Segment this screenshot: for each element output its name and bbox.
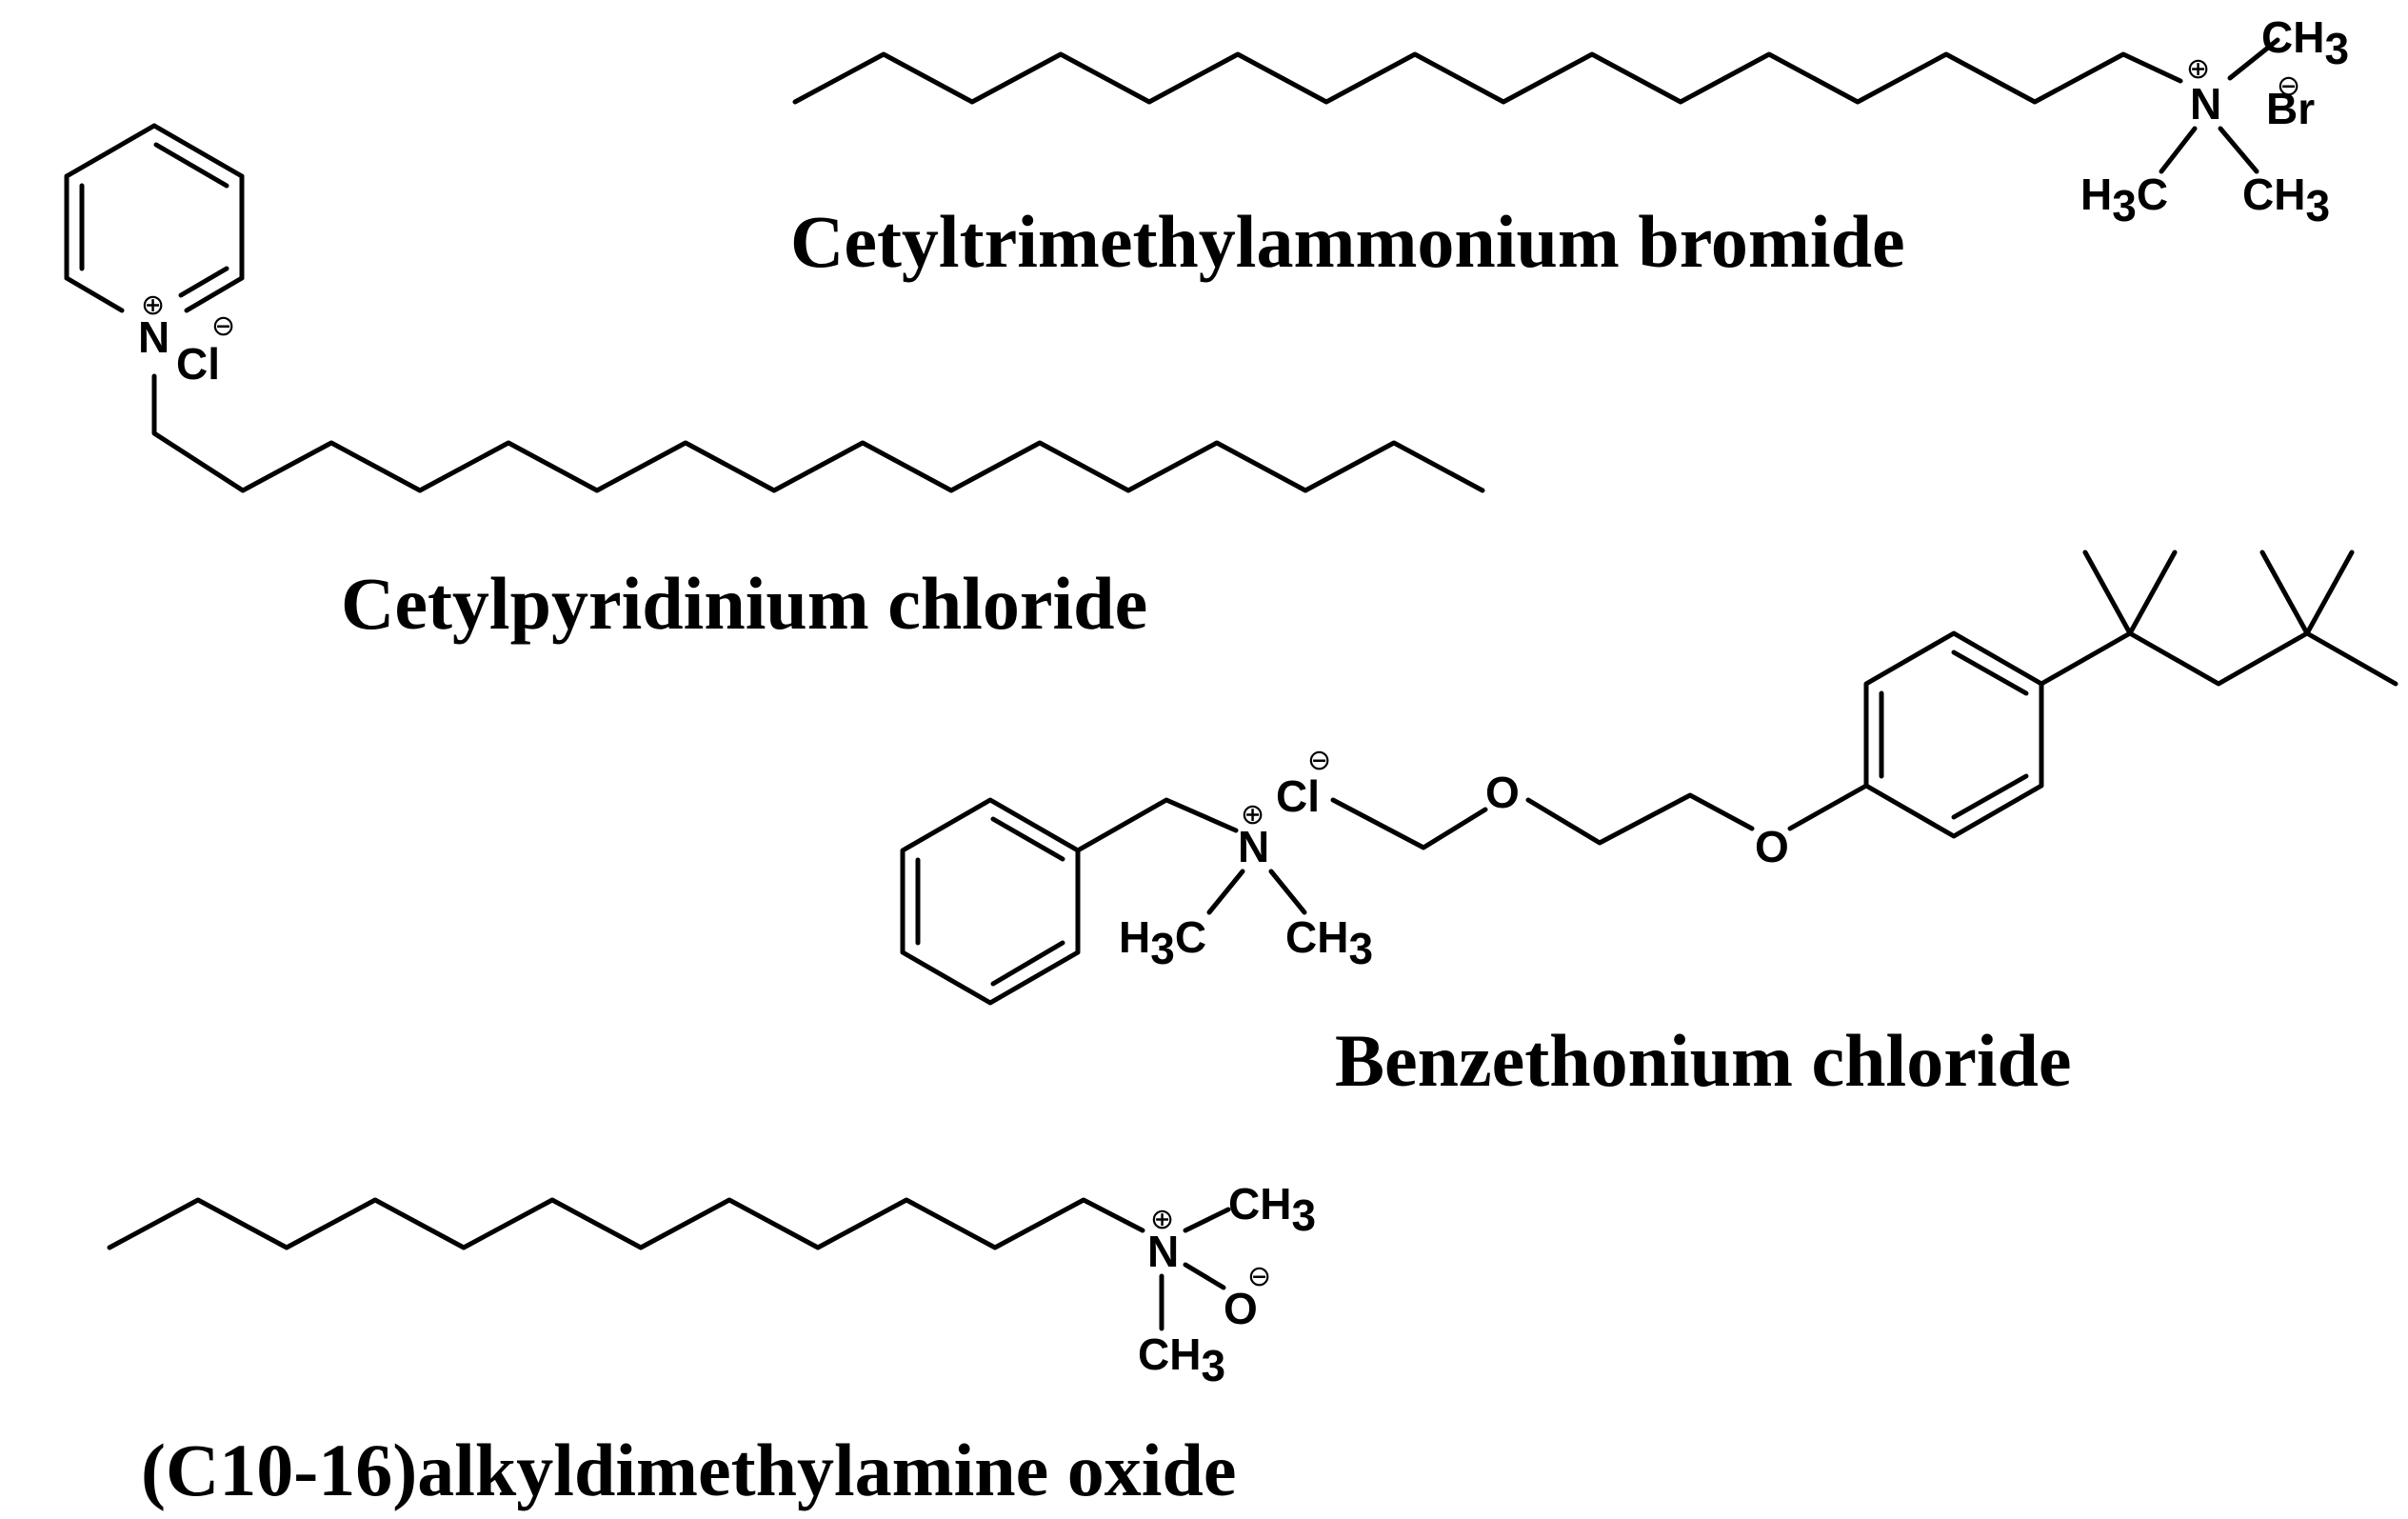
cpc-alkyl-chain [151,373,1485,493]
ctab-minus-charge: ⊖ [2277,70,2300,102]
cpc-nitrogen-atom: N [138,312,169,362]
ctab-structure: N ⊕ CH3 Br ⊖ H3C CH3 Cetyltrimethylammon… [790,12,2349,283]
bzt-oxygen-1: O [1485,768,1520,817]
ctab-n-methyl-right-bond [2218,126,2259,174]
bzt-quat-c2-methyl-c [2304,630,2398,687]
bzt-oxygen-2: O [1755,822,1789,871]
ctab-n-methyl-top-bond [2227,37,2280,81]
bzt-n-methyl-right-bond [1268,869,1307,915]
bzt-phenoxy-ring-inner-2 [1951,650,2029,696]
cpc-ring-bond-6 [64,123,157,179]
bzt-phenoxy-ring [1863,630,2044,839]
cpc-ring-bond-1-inner [153,142,229,189]
cpc-plus-charge: ⊕ [141,290,165,321]
cpc-name-label: Cetylpyridinium chloride [341,562,1147,645]
ctab-nitrogen-atom: N [2190,79,2221,129]
bzt-quat-c2-methyl-a [2259,550,2310,636]
bzt-benzyl-ring-inner-2 [990,940,1065,987]
bzt-n-methyl-left-bond [1206,869,1245,915]
ctab-bromide-label: Br [2266,84,2315,133]
ctab-methyl-left-label: H3C [2080,170,2168,230]
amine-oxide-plus-charge: ⊕ [1150,1204,1174,1235]
ctab-plus-charge: ⊕ [2186,53,2210,85]
amine-oxide-nitrogen-atom: N [1147,1227,1179,1276]
amine-oxide-alkyl-chain [107,1197,1145,1250]
bzt-plus-charge: ⊕ [1241,799,1264,830]
amine-oxide-n-o-bond [1183,1262,1226,1290]
cpc-ring-bond-4 [64,275,125,313]
bzt-ethoxy-chain-2 [1525,792,1755,846]
ctab-methyl-top-label: CH3 [2261,12,2349,73]
bzt-quat-c1-methyl-a [2082,550,2133,636]
cpc-ring-bond-3 [184,275,245,313]
cpc-chloride-label: Cl [176,339,220,389]
ctab-alkyl-chain [792,51,2183,105]
amine-oxide-minus-charge: ⊖ [1247,1261,1271,1292]
amine-oxide-name-label: (C10-16)alkyldimethylamine oxide [141,1429,1236,1511]
bzt-quat-c2-methyl-b [2304,550,2355,636]
amine-oxide-methyl-bottom-label: CH3 [1138,1329,1225,1390]
amine-oxide-oxygen-atom: O [1224,1284,1258,1333]
ctab-n-methyl-left-bond [2159,126,2198,174]
bzt-benzyl-ring-inner-1 [990,816,1065,862]
bzt-structure: N ⊕ Cl ⊖ H3C CH3 O O Benzethonium chlori… [900,550,2398,1102]
bzt-ethoxy-chain-1 [1330,797,1488,850]
bzt-quat-c1-methyl-b [2127,550,2178,636]
ctab-name-label: Cetyltrimethylammonium bromide [790,200,1905,283]
amine-oxide-structure: N ⊕ CH3 O ⊖ CH3 (C10-16)alkyldimethylami… [107,1179,1316,1511]
bzt-nitrogen-atom: N [1238,822,1269,871]
cpc-ring-bond-1 [151,123,245,179]
bzt-methyl-right-label: CH3 [1285,912,1373,973]
cpc-structure: N ⊕ Cl ⊖ Cetylpyridinium chloride [64,123,1485,645]
cpc-minus-charge: ⊖ [211,310,235,342]
bzt-name-label: Benzethonium chloride [1335,1019,2072,1102]
bzt-minus-charge: ⊖ [1307,745,1331,776]
bzt-chloride-label: Cl [1276,771,1320,821]
cpc-ring-bond-3-inner [178,266,229,298]
bzt-o-aryl-bond [1787,783,1869,831]
amine-oxide-methyl-top-bond [1183,1207,1231,1233]
bzt-benzyl-ring [900,797,1081,1006]
bzt-phenoxy-ring-inner-3 [1951,773,2029,820]
bzt-benzyl-ch2 [1075,797,1239,853]
ctab-methyl-right-label: CH3 [2242,170,2330,230]
amine-oxide-methyl-top-label: CH3 [1228,1179,1316,1240]
bzt-tert-octyl-chain [2039,630,2310,687]
bzt-methyl-left-label: H3C [1119,912,1206,973]
